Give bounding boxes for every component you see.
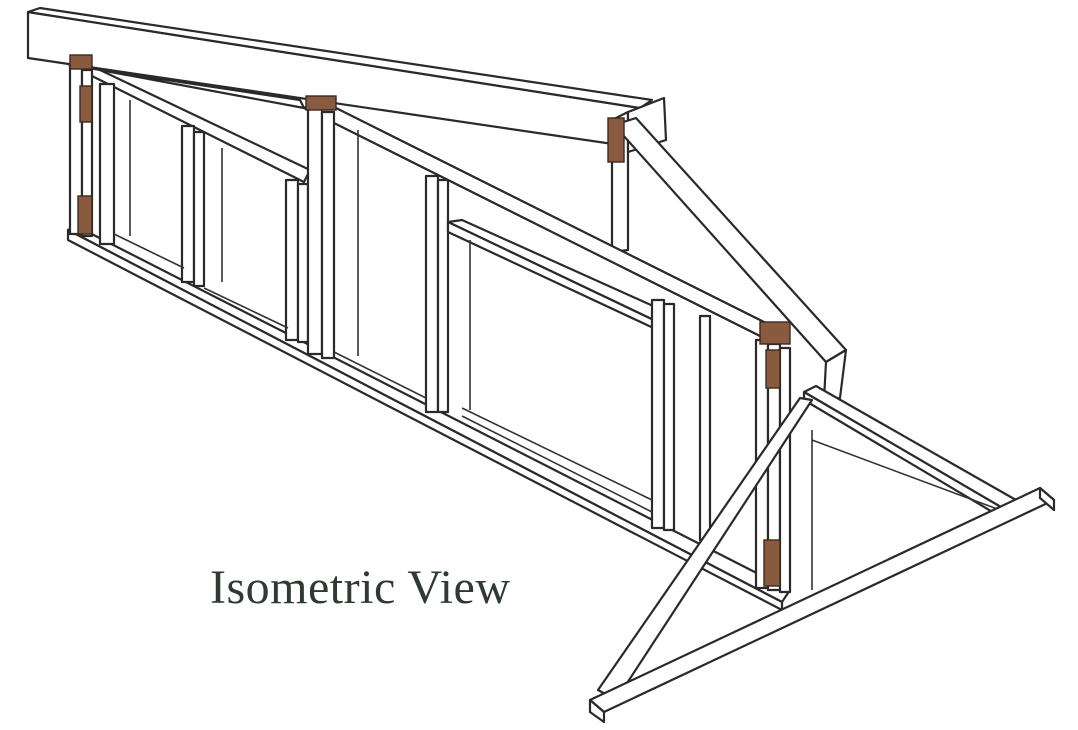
connector-plates [69, 54, 791, 587]
large-window-frame [446, 218, 676, 532]
floor-opening-frame [802, 384, 1018, 590]
left-studs [68, 64, 310, 344]
connector-plate [79, 85, 93, 123]
connector-plate [759, 321, 791, 345]
connector-plate [77, 195, 93, 235]
connector-plate [765, 349, 781, 389]
center-studs [306, 104, 450, 414]
front-floor-joist [588, 486, 1056, 724]
connector-plate [763, 539, 781, 587]
ridge-beam [26, 6, 654, 150]
connector-plate [305, 95, 337, 111]
connector-plate [69, 54, 93, 70]
sloped-rafter [612, 116, 848, 402]
diagram-caption: Isometric View [210, 561, 511, 614]
connector-plate [607, 117, 625, 163]
left-window-frame [113, 100, 289, 329]
